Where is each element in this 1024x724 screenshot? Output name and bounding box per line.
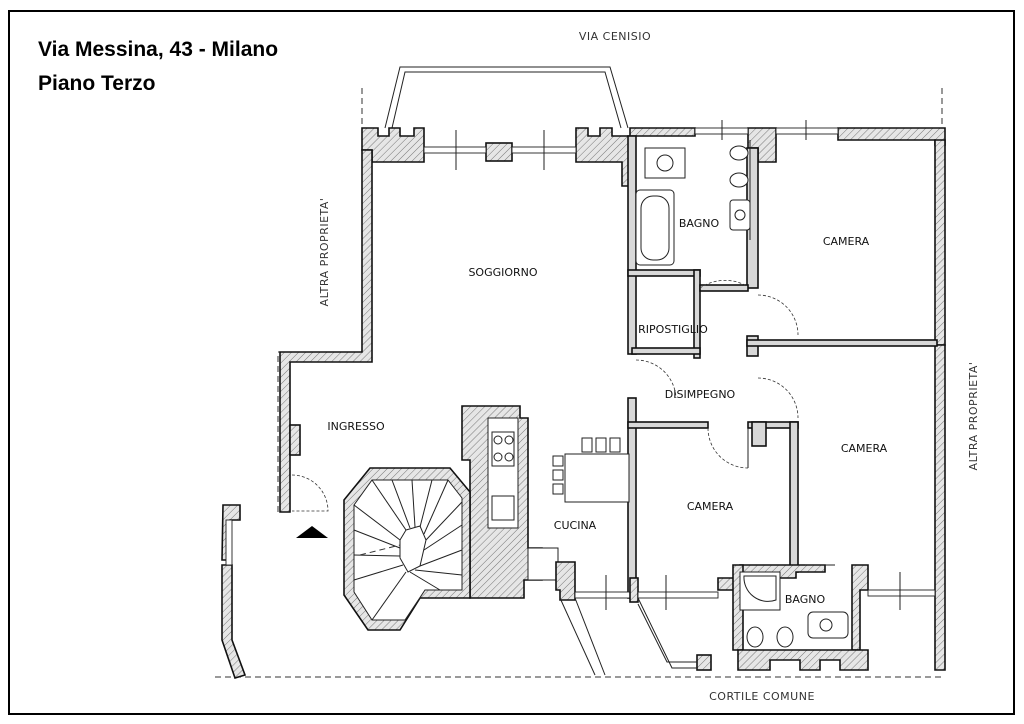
bathroom-bottom-fixtures — [739, 564, 849, 648]
bay-window — [384, 66, 629, 129]
kitchen-block — [461, 405, 630, 599]
staircase — [343, 467, 471, 631]
neighbor-label-right: ALTRA PROPRIETA' — [967, 362, 980, 471]
property-boundaries — [215, 88, 945, 678]
room-label-camera-right: CAMERA — [841, 442, 888, 455]
room-label-ingresso: INGRESSO — [327, 420, 385, 433]
neighbor-label-left: ALTRA PROPRIETA' — [318, 198, 331, 307]
top-windows — [423, 120, 839, 170]
room-label-ripostiglio: RIPOSTIGLIO — [638, 323, 708, 336]
entrance-arrow-icon — [296, 526, 328, 538]
exterior-wall-left — [221, 149, 373, 679]
room-label-camera-center: CAMERA — [687, 500, 734, 513]
room-label-bagno-top: BAGNO — [679, 217, 720, 230]
room-label-bagno-bottom: BAGNO — [785, 593, 826, 606]
room-label-disimpegno: DISIMPEGNO — [665, 388, 736, 401]
exterior-wall-right — [934, 139, 946, 671]
street-label-bottom: CORTILE COMUNE — [709, 690, 815, 703]
room-label-cucina: CUCINA — [554, 519, 597, 532]
bathroom-top-fixtures — [635, 140, 751, 266]
floor-title: Piano Terzo — [38, 72, 156, 95]
exterior-wall-bottom — [555, 561, 936, 676]
room-label-camera-top: CAMERA — [823, 235, 870, 248]
address-title: Via Messina, 43 - Milano — [38, 38, 279, 61]
door-swings — [291, 279, 799, 512]
sheet-frame — [8, 10, 1015, 715]
room-label-soggiorno: SOGGIORNO — [468, 266, 537, 279]
street-label-top: VIA CENISIO — [579, 30, 651, 43]
